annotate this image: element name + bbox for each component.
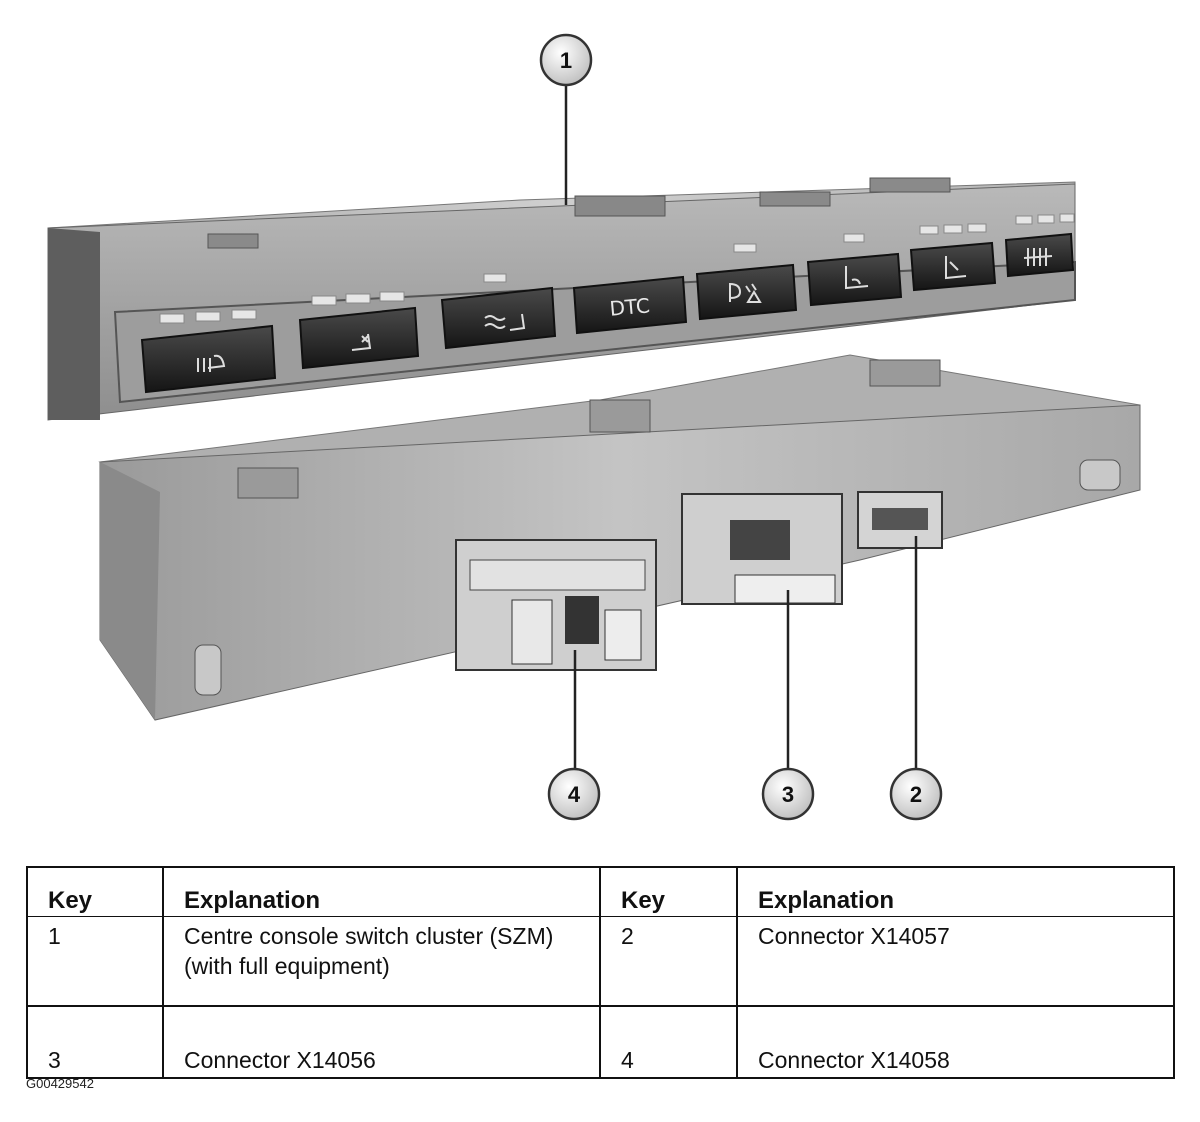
park-distance-control-button[interactable] xyxy=(695,263,798,321)
header-key-1: Key xyxy=(26,866,164,917)
table-row: 1 Centre console switch cluster (SZM) (w… xyxy=(26,916,1175,1007)
seat-heating-button[interactable] xyxy=(140,324,277,394)
seat-massage-button[interactable] xyxy=(440,286,557,350)
callout-1: 1 xyxy=(539,33,593,87)
callout-3: 3 xyxy=(761,767,815,821)
explanation-cell: Centre console switch cluster (SZM) (wit… xyxy=(162,916,601,1007)
led-indicators xyxy=(159,213,1075,324)
rear-window-heating-button[interactable] xyxy=(1004,232,1075,278)
callout-4: 4 xyxy=(547,767,601,821)
key-cell: 1 xyxy=(26,916,164,1007)
connector-x14058 xyxy=(455,539,657,671)
key-cell: 2 xyxy=(599,916,738,1007)
explanation-cell: Connector X14057 xyxy=(736,916,1175,1007)
svg-text:1: 1 xyxy=(560,48,572,73)
seat-ventilation-icon xyxy=(351,333,372,351)
key-table-header: Key Explanation Key Explanation xyxy=(26,866,1175,917)
seat-heating-icon xyxy=(197,354,226,372)
header-explanation-2: Explanation xyxy=(736,866,1175,917)
figure-code: G00429542 xyxy=(26,1076,94,1091)
seat-lumbar-icon xyxy=(845,266,869,290)
seat-ventilation-button[interactable] xyxy=(298,306,420,370)
switch-cluster-illustration: DTC xyxy=(47,33,1141,821)
seat-massage-icon xyxy=(484,313,526,331)
seat-adjust-button[interactable] xyxy=(909,241,997,292)
header-explanation-1: Explanation xyxy=(162,866,601,917)
table-row: 3 Connector X14056 4 Connector X14058 xyxy=(26,1005,1175,1079)
svg-text:3: 3 xyxy=(782,782,794,807)
seat-lumbar-button[interactable] xyxy=(806,252,903,307)
key-cell: 3 xyxy=(26,1005,164,1079)
svg-text:4: 4 xyxy=(568,782,581,807)
header-key-2: Key xyxy=(599,866,738,917)
key-cell: 4 xyxy=(599,1005,738,1079)
key-table: Key Explanation Key Explanation 1 Centre… xyxy=(26,866,1175,1079)
park-distance-control-icon xyxy=(729,282,762,303)
callout-2: 2 xyxy=(889,767,943,821)
leader-lines xyxy=(564,86,918,770)
seat-adjust-icon xyxy=(945,256,967,280)
explanation-cell: Connector X14058 xyxy=(736,1005,1175,1079)
explanation-cell: Connector X14056 xyxy=(162,1005,601,1079)
connector-x14057 xyxy=(857,491,943,549)
connector-x14056 xyxy=(681,493,843,605)
dtc-button[interactable]: DTC xyxy=(572,275,688,335)
dtc-button-label: DTC xyxy=(609,293,651,320)
rear-window-heating-icon xyxy=(1023,248,1053,266)
svg-text:2: 2 xyxy=(910,782,922,807)
